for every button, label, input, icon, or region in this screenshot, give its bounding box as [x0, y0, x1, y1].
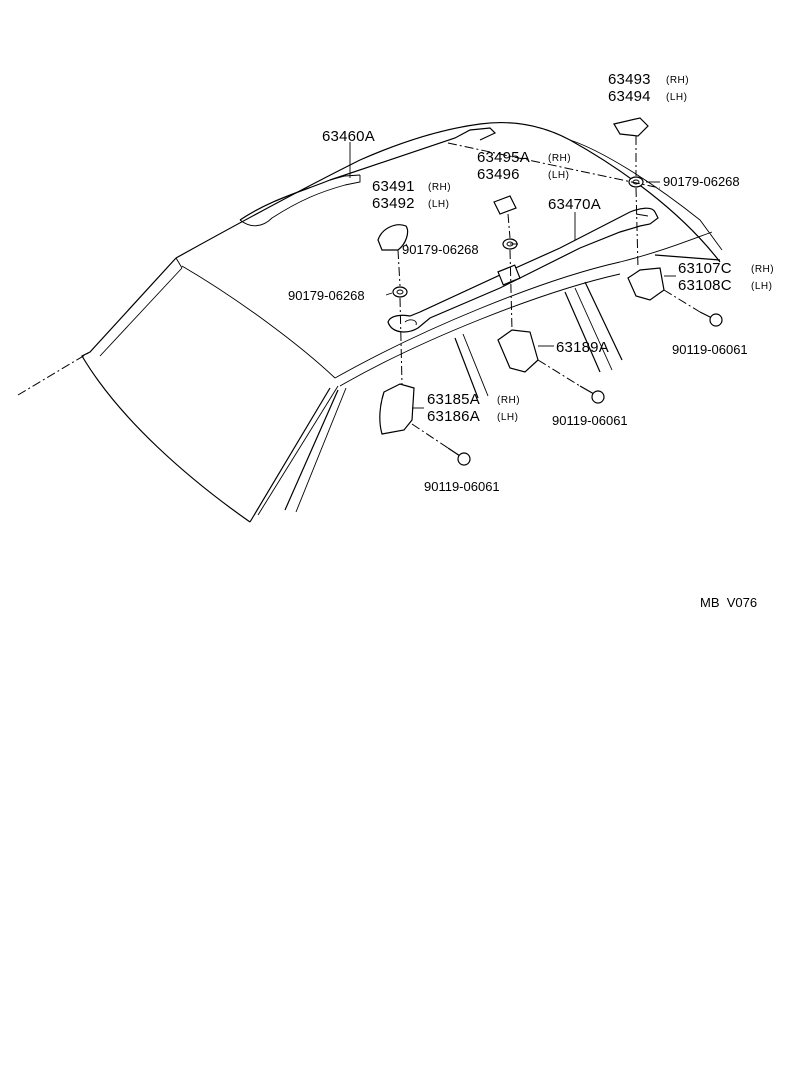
front-bracket: [379, 383, 415, 435]
nut-front-icon: [392, 286, 408, 298]
tag-lh-4: (LH): [751, 281, 772, 292]
label-rail: 63470A: [548, 196, 601, 213]
tag-lh-2: (LH): [548, 170, 569, 181]
rear-bracket: [627, 267, 665, 301]
label-rear-bracket-rh: 63107C: [678, 260, 732, 277]
tag-lh-3: (LH): [428, 199, 449, 210]
tag-rh-1: (RH): [666, 75, 689, 86]
label-center-bracket: 63189A: [556, 339, 609, 356]
center-bracket: [497, 329, 539, 373]
label-spacer-lh: 63496: [477, 166, 520, 183]
tag-rh-5: (RH): [497, 395, 520, 406]
label-rear-cover-rh: 63493: [608, 71, 651, 88]
car-body-outline: [17, 121, 723, 523]
bolt-rear-icon: [699, 311, 723, 327]
bolt-center-icon: [579, 385, 605, 404]
tag-rh-2: (RH): [548, 153, 571, 164]
leader-lines: [385, 181, 676, 409]
label-nut-front: 90179-06268: [288, 288, 365, 303]
label-front-cover-rh: 63491: [372, 178, 415, 195]
roof-rack-top: [239, 127, 497, 227]
figure-code: MB V076: [700, 595, 757, 610]
label-rear-cover-lh: 63494: [608, 88, 651, 105]
bolt-front-icon: [447, 447, 471, 466]
label-bolt-rear: 90119-06061: [672, 342, 748, 357]
label-bolt-center: 90119-06061: [552, 413, 628, 428]
label-bolt-front: 90119-06061: [424, 479, 500, 494]
spacer: [493, 195, 517, 215]
tag-rh-4: (RH): [751, 264, 774, 275]
label-front-bracket-lh: 63186A: [427, 408, 480, 425]
label-nut-center: 90179-06268: [402, 242, 479, 257]
label-nut-rear: 90179-06268: [663, 174, 740, 189]
tag-lh-5: (LH): [497, 412, 518, 423]
assembly-lines: [397, 136, 701, 449]
roof-rail: [387, 207, 659, 333]
tag-rh-3: (RH): [428, 182, 451, 193]
rear-cover: [613, 117, 649, 137]
label-rear-bracket-lh: 63108C: [678, 277, 732, 294]
label-roof-rack: 63460A: [322, 128, 375, 145]
tag-lh-1: (LH): [666, 92, 687, 103]
front-cover: [377, 224, 409, 251]
label-spacer-rh: 63495A: [477, 149, 530, 166]
label-front-cover-lh: 63492: [372, 195, 415, 212]
label-front-bracket-rh: 63185A: [427, 391, 480, 408]
